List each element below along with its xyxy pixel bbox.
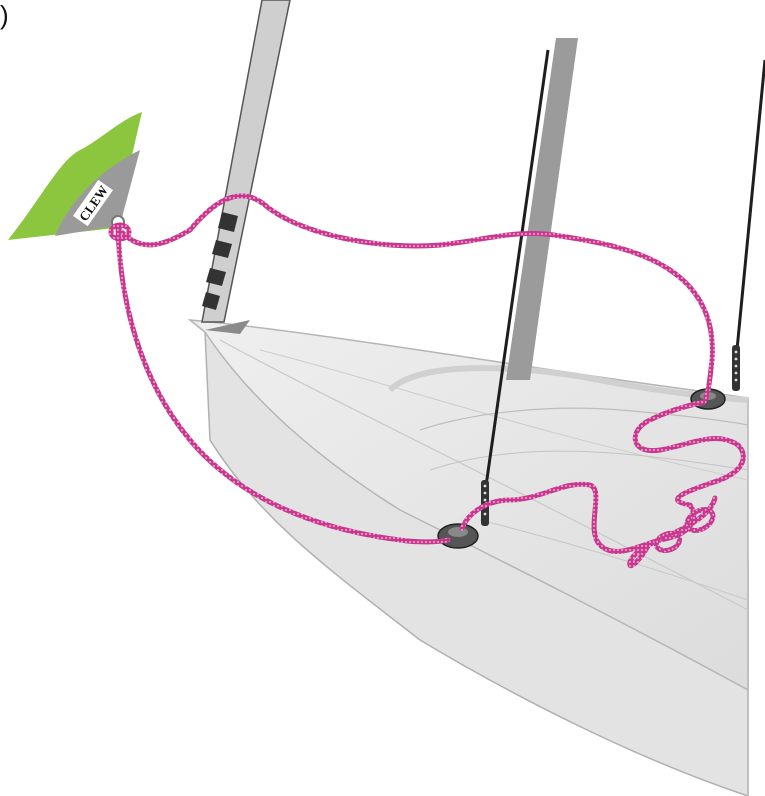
starboard-chainplate: [732, 345, 740, 391]
forestay: [202, 0, 290, 322]
boat-hull: [190, 320, 748, 796]
sail-clew: CLEW: [8, 112, 142, 240]
port-block: [438, 524, 478, 548]
starboard-shroud: [736, 60, 765, 360]
